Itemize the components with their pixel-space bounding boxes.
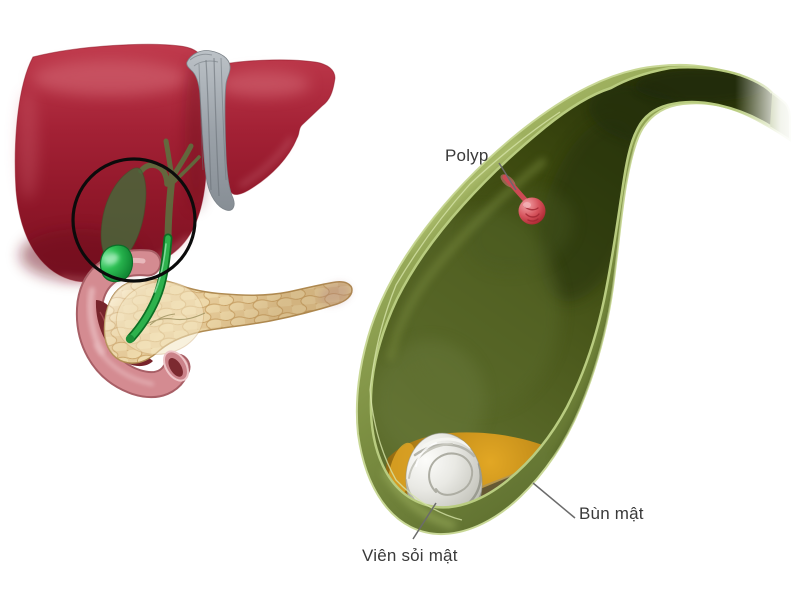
pancreas xyxy=(103,278,353,364)
common-bile-duct xyxy=(125,233,173,344)
polyp-label: Polyp xyxy=(445,146,489,165)
gb-mucosa-edge xyxy=(369,66,773,509)
gb-wall-layer-line xyxy=(369,111,561,521)
gallbladder-cross-section xyxy=(355,30,800,540)
falciform-ligament xyxy=(186,50,235,211)
leader-line xyxy=(498,162,517,191)
bile-sludge-label: Bùn mật xyxy=(579,504,644,523)
annotation-circle xyxy=(71,157,197,283)
leader-line xyxy=(412,502,437,540)
leader-line xyxy=(532,482,576,519)
liver-right-lobe xyxy=(214,59,336,196)
gallbladder-fundus xyxy=(99,244,134,283)
neck-fade xyxy=(735,30,800,180)
duodenum-end-cap xyxy=(163,350,189,382)
leader-lines xyxy=(412,162,576,540)
gallstone-label: Viên sỏi mật xyxy=(362,546,458,565)
liver-illustration xyxy=(14,43,353,399)
